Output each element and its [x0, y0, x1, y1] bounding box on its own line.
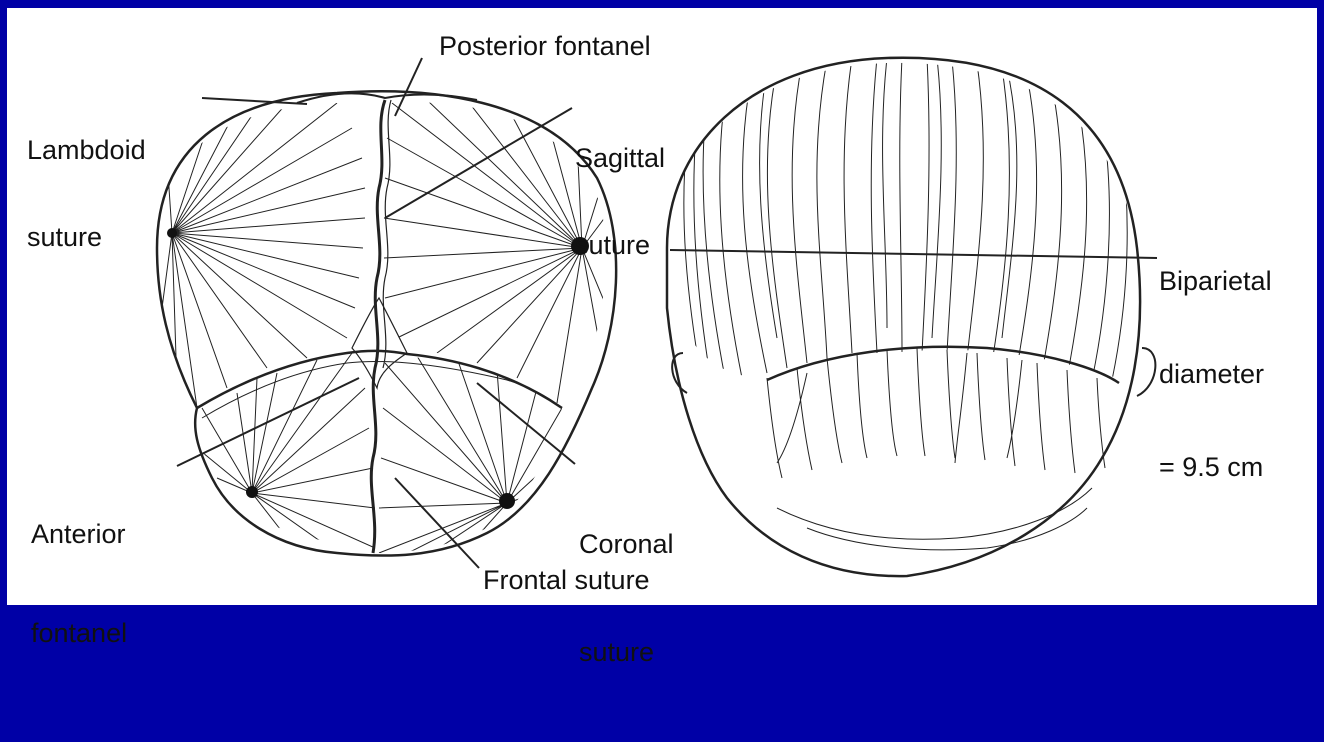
coronal-line2: suture — [579, 634, 674, 670]
anterior-fontanel-leader — [177, 378, 359, 466]
posterior-fontanel-label: Posterior fontanel — [439, 32, 651, 61]
biparietal-line2: diameter — [1159, 359, 1272, 390]
sagittal-line2: suture — [575, 231, 665, 260]
anterior-fontanel-label: Anterior fontanel — [31, 452, 127, 716]
sagittal-suture-label: Sagittal suture — [575, 86, 665, 318]
sagittal-line1: Sagittal — [575, 144, 665, 173]
slide-frame: Posterior fontanel Lambdoid suture Sagit… — [0, 0, 1324, 608]
lambdoid-suture-label: Lambdoid suture — [27, 78, 146, 310]
biparietal-line1: Biparietal — [1159, 266, 1272, 297]
coronal-line1: Coronal — [579, 526, 674, 562]
lambdoid-line2: suture — [27, 223, 146, 252]
coronal-leader — [477, 383, 575, 464]
lambdoid-line1: Lambdoid — [27, 136, 146, 165]
posterior-fontanel-leader — [395, 58, 422, 116]
frontal-suture-label: Frontal suture — [483, 566, 650, 595]
anterior-line1: Anterior — [31, 518, 127, 551]
biparietal-line3: = 9.5 cm — [1159, 452, 1272, 483]
illustration-panel: Posterior fontanel Lambdoid suture Sagit… — [7, 8, 1317, 605]
biparietal-diameter-label: Biparietal diameter = 9.5 cm — [1159, 204, 1272, 545]
sagittal-leader — [385, 108, 572, 218]
coronal-suture-label: Coronal suture — [579, 454, 674, 742]
anterior-line2: fontanel — [31, 617, 127, 650]
infant-head-back-view — [667, 58, 1155, 576]
